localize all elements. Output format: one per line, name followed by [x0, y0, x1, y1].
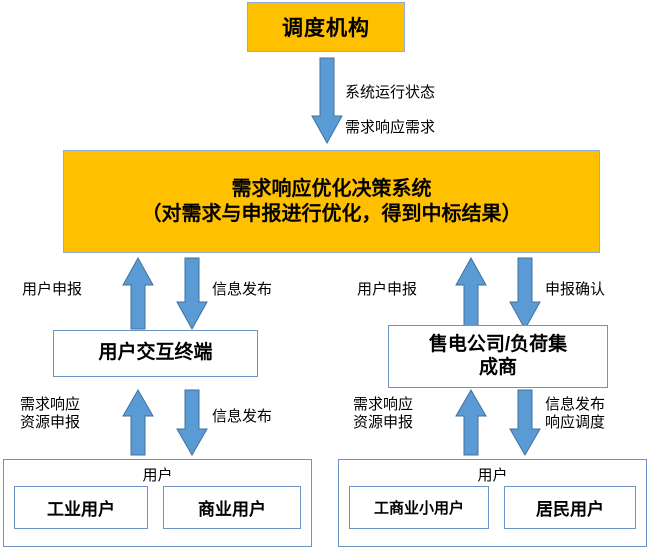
node-user-interaction-terminal-label: 用户交互终端: [98, 342, 213, 364]
group-users-left: 用户 工业用户 商业用户: [3, 459, 312, 547]
node-dr-optimization-system-line1: 需求响应优化决策系统: [231, 177, 432, 200]
node-dr-optimization-system-line2: （对需求与申报进行优化，得到中标结果）: [141, 202, 522, 225]
arrow-up-right-upper: [455, 256, 487, 330]
node-small-commercial-industrial-users[interactable]: 工商业小用户: [349, 486, 489, 529]
arrow-up-left-upper: [122, 256, 154, 330]
node-retailer-aggregator[interactable]: 售电公司/负荷集 成商: [388, 325, 608, 388]
node-retailer-aggregator-label: 售电公司/负荷集 成商: [428, 333, 568, 378]
arrow-down-left-upper: [176, 257, 208, 331]
node-small-commercial-industrial-users-label: 工商业小用户: [373, 500, 464, 517]
node-user-interaction-terminal[interactable]: 用户交互终端: [53, 330, 258, 377]
node-dr-optimization-system[interactable]: 需求响应优化决策系统 （对需求与申报进行优化，得到中标结果）: [63, 150, 600, 253]
arrow-up-left-lower: [122, 388, 154, 456]
node-dispatch-agency-label: 调度机构: [282, 17, 370, 40]
arrow-up-right-upper-label: 用户申报: [357, 281, 418, 298]
arrow-up-right-lower-label: 需求响应 资源申报: [353, 396, 414, 431]
group-users-right-title: 用户: [477, 467, 508, 484]
arrow-up-right-lower: [455, 388, 487, 456]
node-dispatch-agency[interactable]: 调度机构: [247, 2, 405, 52]
arrow-down-top: [311, 57, 343, 145]
group-users-right: 用户 工商业小用户 居民用户: [338, 459, 647, 547]
arrow-up-left-upper-label: 用户申报: [22, 281, 83, 298]
arrow-down-left-lower-label: 信息发布: [212, 408, 273, 425]
arrow-down-top-label-line1: 系统运行状态: [345, 83, 436, 101]
arrow-down-right-upper: [509, 257, 541, 331]
arrow-down-left-upper-label: 信息发布: [212, 281, 273, 298]
arrow-down-top-label: 系统运行状态 需求响应需求: [345, 66, 435, 154]
node-industrial-users-label: 工业用户: [47, 500, 115, 519]
arrow-up-left-lower-label: 需求响应 资源申报: [20, 396, 81, 431]
arrow-down-top-label-line2: 需求响应需求: [345, 119, 436, 137]
node-residential-users-label: 居民用户: [536, 500, 604, 519]
node-commercial-users[interactable]: 商业用户: [163, 486, 301, 529]
node-industrial-users[interactable]: 工业用户: [14, 486, 148, 529]
node-commercial-users-label: 商业用户: [198, 500, 266, 519]
node-residential-users[interactable]: 居民用户: [504, 486, 636, 529]
arrow-down-right-lower: [509, 389, 541, 457]
arrow-down-left-lower: [176, 389, 208, 457]
arrow-down-right-lower-label: 信息发布 响应调度: [545, 396, 606, 431]
arrow-down-right-upper-label: 申报确认: [545, 281, 606, 298]
group-users-left-title: 用户: [142, 467, 173, 484]
